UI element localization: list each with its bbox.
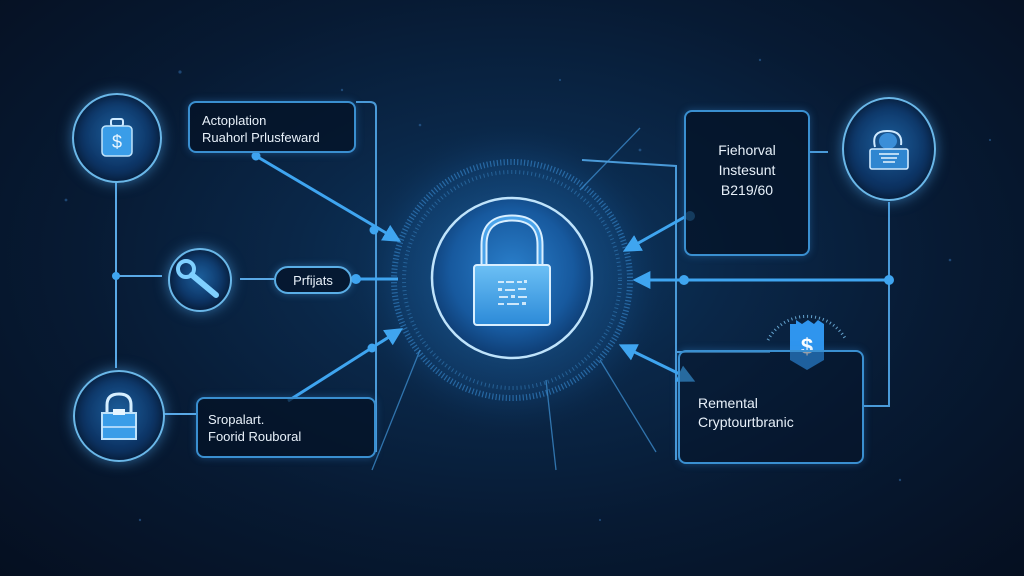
- open-padlock-icon: [869, 129, 909, 170]
- label-box-top-left: Actoplation Ruahorl Prlusfeward: [188, 101, 356, 153]
- label-top-left-line1: Actoplation: [202, 113, 267, 128]
- key-node[interactable]: [168, 248, 232, 312]
- label-pill-middle-left[interactable]: Prfijats: [274, 266, 352, 294]
- label-top-right-line3: B219/60: [720, 182, 774, 198]
- label-bottom-right-line1: Remental: [698, 395, 758, 411]
- label-bottom-right-line2: Cryptourtbranic: [698, 414, 794, 430]
- dollar-shield-node[interactable]: $: [788, 320, 826, 372]
- label-bottom-left-line2: Foorid Rouboral: [208, 429, 302, 444]
- label-box-top-right: Fiehorval Instesunt B219/60: [684, 110, 810, 256]
- key-icon: [176, 259, 219, 298]
- open-lock-node[interactable]: [842, 97, 936, 201]
- label-box-bottom-left: Sropalart. Foorid Rouboral: [196, 397, 376, 458]
- center-padlock-shape: [473, 214, 551, 326]
- label-top-right-line1: Fiehorval: [718, 142, 776, 158]
- svg-text:$: $: [112, 132, 122, 152]
- label-bottom-left-line1: Sropalart.: [208, 412, 265, 427]
- money-bag-node[interactable]: $: [72, 93, 162, 183]
- radial-tick-ring: [391, 159, 633, 401]
- svg-text:$: $: [801, 334, 813, 359]
- label-pill-text: Prfijats: [293, 272, 333, 288]
- money-bag-dollar-icon: $: [101, 118, 133, 157]
- lock-node-left[interactable]: [73, 370, 165, 462]
- label-top-left-line2: Ruahorl Prlusfeward: [202, 130, 320, 145]
- label-top-right-line2: Instesunt: [718, 162, 776, 178]
- dollar-shield-icon: $: [790, 320, 824, 370]
- label-box-bottom-right: Remental Cryptourtbranic: [678, 350, 864, 464]
- background-particles: [64, 58, 992, 522]
- padlock-icon: [101, 392, 137, 440]
